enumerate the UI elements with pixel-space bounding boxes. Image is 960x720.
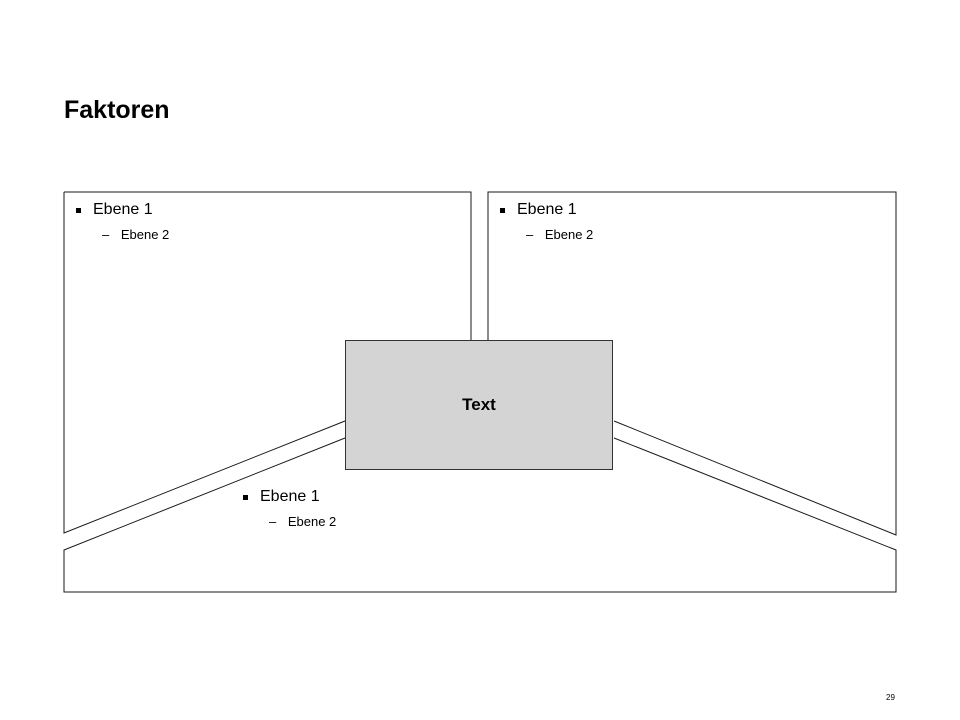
- bullet-level-1-label: Ebene 1: [93, 201, 153, 218]
- bullet-level-1-label: Ebene 1: [517, 201, 577, 218]
- panel-top-left-outline: [63, 191, 472, 534]
- panel-bottom-outline: [63, 437, 897, 593]
- page-number: 29: [886, 693, 895, 702]
- panel-bottom-text: Ebene 1 – Ebene 2: [243, 487, 336, 531]
- dash-marker: –: [269, 514, 277, 529]
- center-text-label: Text: [462, 395, 496, 414]
- square-bullet-icon: [500, 207, 505, 213]
- bullet-level-1: Ebene 1: [500, 200, 593, 220]
- slide-title: Faktoren: [64, 96, 170, 124]
- bullet-level-2: – Ebene 2: [243, 513, 336, 531]
- bullet-level-2-label: Ebene 2: [287, 514, 337, 529]
- bullet-level-1: Ebene 1: [243, 487, 336, 507]
- panel-top-left-text: Ebene 1 – Ebene 2: [76, 200, 169, 244]
- bullet-level-2-label: Ebene 2: [120, 227, 170, 242]
- dash-marker: –: [526, 227, 534, 242]
- bullet-level-2-label: Ebene 2: [544, 227, 594, 242]
- bullet-level-2: – Ebene 2: [500, 226, 593, 244]
- bullet-level-1: Ebene 1: [76, 200, 169, 220]
- panel-top-right-text: Ebene 1 – Ebene 2: [500, 200, 593, 244]
- panel-top-right-outline: [487, 191, 897, 536]
- center-text-box[interactable]: Text: [345, 340, 613, 470]
- bullet-level-2: – Ebene 2: [76, 226, 169, 244]
- square-bullet-icon: [243, 494, 248, 500]
- square-bullet-icon: [76, 207, 81, 213]
- dash-marker: –: [102, 227, 110, 242]
- bullet-level-1-label: Ebene 1: [260, 488, 320, 505]
